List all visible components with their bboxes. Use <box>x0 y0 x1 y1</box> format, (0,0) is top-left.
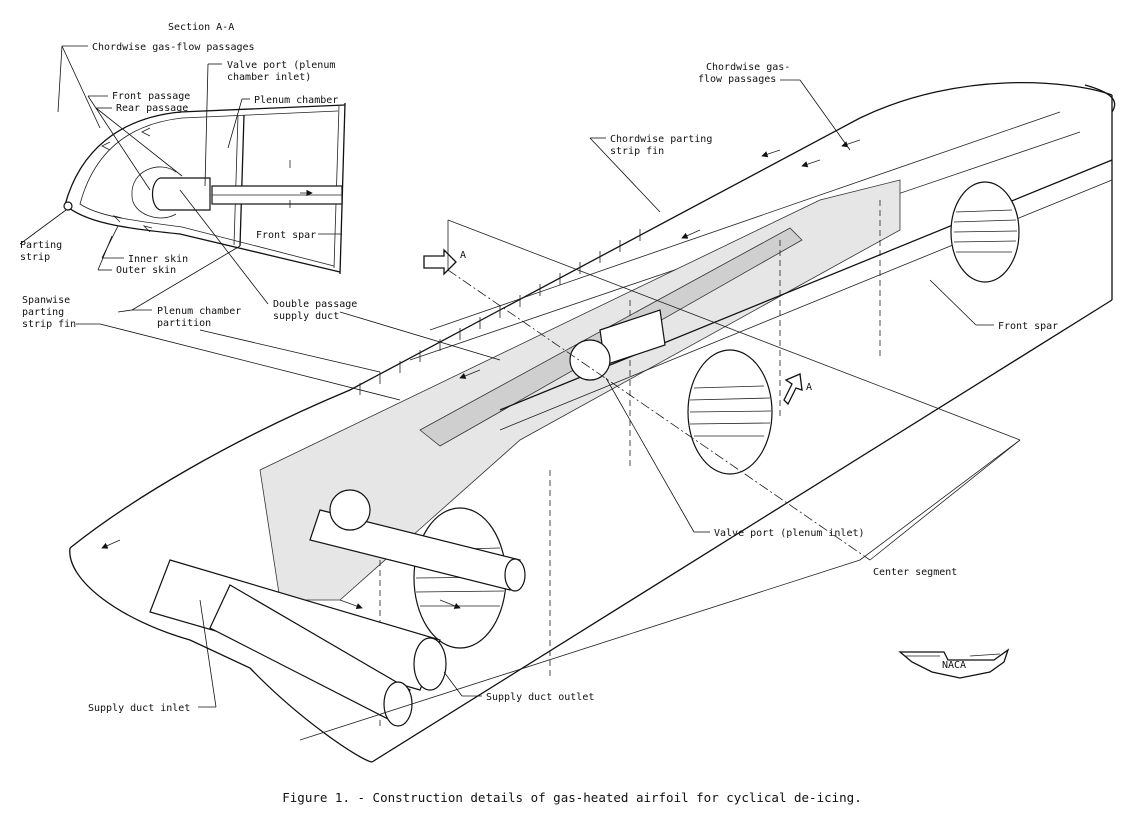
label-front-passage: Front passage <box>112 91 190 102</box>
inset-plenum-partition <box>239 114 245 247</box>
inset-flow-arrows <box>101 127 313 233</box>
label-supply-duct-inlet: Supply duct inlet <box>88 703 190 714</box>
label-plenum-chamber-partition-1: Plenum chamber <box>157 306 241 317</box>
inset-title: Section A-A <box>168 22 234 33</box>
section-marker-right: A <box>783 373 812 406</box>
label-inner-skin: Inner skin <box>128 254 188 265</box>
figure-caption: Figure 1. - Construction details of gas-… <box>282 790 861 805</box>
label-spanwise-fin-1: Spanwise <box>22 295 70 306</box>
label-front-spar-inset: Front spar <box>256 230 316 241</box>
label-chordwise-gas-flow-passages: Chordwise gas-flow passages <box>92 42 255 53</box>
main-flow-arrows <box>101 139 861 610</box>
section-a-a-inset: Section A-A <box>63 22 346 275</box>
label-valve-port-plenum-chamber-inlet-2: chamber inlet) <box>227 72 311 83</box>
label-front-spar-main: Front spar <box>998 321 1058 332</box>
inset-parting-strip <box>63 201 73 211</box>
wing-lower-surface <box>371 299 1113 763</box>
main-labels: Spanwise parting strip fin Plenum chambe… <box>22 62 1058 714</box>
label-outer-skin: Outer skin <box>116 265 176 276</box>
section-marker-left: A <box>423 248 466 276</box>
label-valve-port-plenum-chamber-inlet-1: Valve port (plenum <box>227 60 335 71</box>
label-rear-passage: Rear passage <box>116 103 188 114</box>
wing-upper-surface <box>69 82 1113 549</box>
label-plenum-chamber-partition-2: partition <box>157 318 211 329</box>
naca-logo: NACA <box>898 648 1010 679</box>
naca-logo-text: NACA <box>942 660 966 671</box>
label-chordwise-gas-flow-2: flow passages <box>698 74 776 85</box>
panel-dividers <box>379 200 881 730</box>
root-access-hole <box>950 181 1020 283</box>
label-double-passage-1: Double passage <box>273 299 357 310</box>
center-segment-boundary <box>299 439 1021 741</box>
label-plenum-chamber: Plenum chamber <box>254 95 338 106</box>
label-chordwise-fin-2: strip fin <box>610 146 664 157</box>
section-plane <box>447 219 1021 561</box>
wing-leading-edge <box>69 547 373 763</box>
label-chordwise-fin-1: Chordwise parting <box>610 134 712 145</box>
label-supply-duct-outlet: Supply duct outlet <box>486 692 594 703</box>
supply-ducts <box>149 309 666 727</box>
label-valve-port-plenum-inlet: Valve port (plenum inlet) <box>714 528 865 539</box>
label-parting-strip-1: Parting <box>20 240 62 251</box>
svg-text:A: A <box>460 250 466 261</box>
label-parting-strip-2: strip <box>20 252 50 263</box>
label-spanwise-fin-3: strip fin <box>22 319 76 330</box>
inset-supply-duct <box>151 177 211 211</box>
svg-text:A: A <box>806 382 812 393</box>
main-cutaway-wing: A A <box>69 82 1116 763</box>
label-chordwise-gas-flow-1: Chordwise gas- <box>706 62 790 73</box>
inset-labels: Chordwise gas-flow passages Valve port (… <box>19 42 342 276</box>
inset-inner-skin <box>79 110 339 267</box>
label-spanwise-fin-2: parting <box>22 307 64 318</box>
label-double-passage-2: supply duct <box>273 311 339 322</box>
label-center-segment: Center segment <box>873 567 957 578</box>
mid-access-hole <box>687 349 773 475</box>
upper-ribs <box>359 229 641 395</box>
